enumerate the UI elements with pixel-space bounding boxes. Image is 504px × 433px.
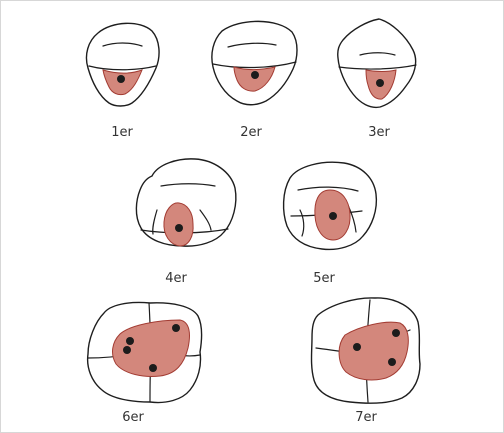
- tooth-6er-point-3: [123, 346, 131, 354]
- tooth-1er-point: [117, 75, 125, 83]
- tooth-6er-point-4: [149, 364, 157, 372]
- tooth-7er-point-1: [392, 329, 400, 337]
- tooth-6er-label: 6er: [122, 410, 144, 425]
- tooth-4er-label: 4er: [165, 271, 187, 286]
- tooth-2er-point: [251, 71, 259, 79]
- tooth-3er-label: 3er: [368, 125, 390, 140]
- tooth-3er: 3er: [338, 19, 416, 140]
- tooth-5er-label: 5er: [313, 271, 335, 286]
- tooth-4er: 4er: [136, 159, 236, 286]
- tooth-3er-point: [376, 79, 384, 87]
- tooth-5er: 5er: [284, 162, 377, 286]
- tooth-5er-point: [329, 212, 337, 220]
- tooth-7er-label: 7er: [355, 410, 377, 425]
- tooth-7er-point-2: [353, 343, 361, 351]
- tooth-2er-label: 2er: [240, 125, 262, 140]
- tooth-4er-point: [175, 224, 183, 232]
- tooth-2er-outline: [212, 21, 297, 104]
- tooth-6er-point-1: [172, 324, 180, 332]
- tooth-7er: 7er: [312, 298, 421, 425]
- tooth-7er-point-3: [388, 358, 396, 366]
- tooth-2er: 2er: [212, 21, 297, 140]
- tooth-6er: 6er: [88, 302, 202, 425]
- tooth-1er: 1er: [86, 23, 159, 140]
- tooth-6er-point-2: [126, 337, 134, 345]
- tooth-1er-label: 1er: [111, 125, 133, 140]
